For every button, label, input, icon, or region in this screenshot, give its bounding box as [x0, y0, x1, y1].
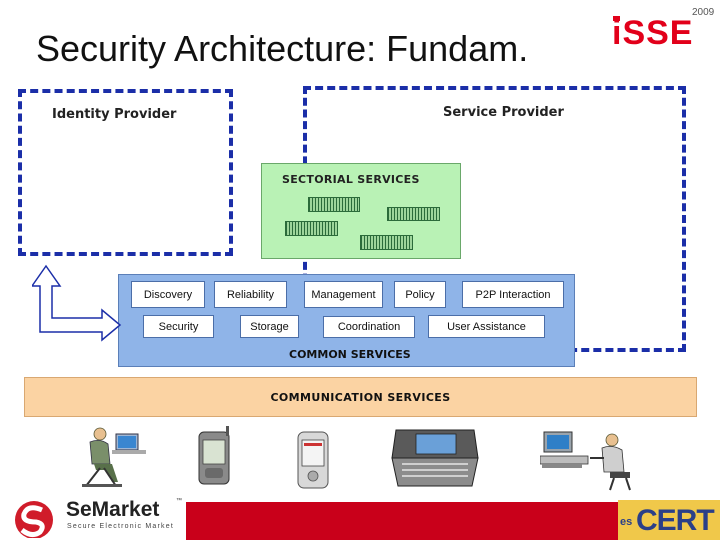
slide-title: Security Architecture: Fundam. — [36, 28, 529, 69]
escert-logo: es CERT — [618, 500, 720, 540]
sectorial-services-box: SECTORIAL SERVICES — [261, 163, 461, 259]
service-p2p-interaction: P2P Interaction — [462, 281, 564, 308]
semarket-tagline: Secure Electronic Market — [67, 523, 174, 530]
service-provider-label: Service Provider — [443, 105, 564, 120]
semarket-emblem-icon — [15, 501, 53, 538]
isse-year: 2009 — [692, 7, 715, 18]
isse-logo: 2009 iSSE — [610, 4, 718, 52]
sectorial-services-label: SECTORIAL SERVICES — [282, 173, 420, 186]
communication-services-bar: COMMUNICATION SERVICES — [24, 377, 697, 417]
service-storage: Storage — [240, 315, 299, 338]
service-user-assistance: User Assistance — [428, 315, 545, 338]
service-reliability: Reliability — [214, 281, 287, 308]
escert-text: CERT — [636, 504, 715, 537]
identity-provider-label: Identity Provider — [52, 107, 177, 122]
isse-logo-text: iSSE — [612, 14, 693, 48]
service-management: Management — [304, 281, 383, 308]
semarket-name: SeMarket — [66, 498, 160, 521]
communicator-icon — [391, 429, 479, 487]
semarket-logo: SeMarket ™ Secure Electronic Market — [0, 494, 186, 540]
pocket-pc-icon — [297, 431, 329, 489]
sectorial-service-block — [387, 207, 440, 221]
service-discovery: Discovery — [131, 281, 205, 308]
service-security: Security — [143, 315, 214, 338]
service-policy: Policy — [394, 281, 446, 308]
identity-provider-box: Identity Provider — [18, 89, 233, 256]
semarket-tm: ™ — [176, 498, 182, 504]
sectorial-service-block — [360, 235, 413, 250]
common-services-box: Discovery Reliability Management Policy … — [118, 274, 575, 367]
sectorial-service-block — [308, 197, 360, 212]
common-services-label: COMMON SERVICES — [289, 348, 411, 361]
pda-icon — [198, 426, 230, 485]
double-arrow-icon — [32, 264, 122, 342]
communication-services-label: COMMUNICATION SERVICES — [270, 390, 451, 404]
service-coordination: Coordination — [323, 316, 415, 338]
escert-prefix: es — [620, 516, 633, 528]
user-at-laptop-icon — [82, 427, 146, 487]
isse-logo-letters: iSSE — [612, 14, 693, 52]
user-at-desktop-icon — [540, 431, 631, 491]
sectorial-service-block — [285, 221, 338, 236]
